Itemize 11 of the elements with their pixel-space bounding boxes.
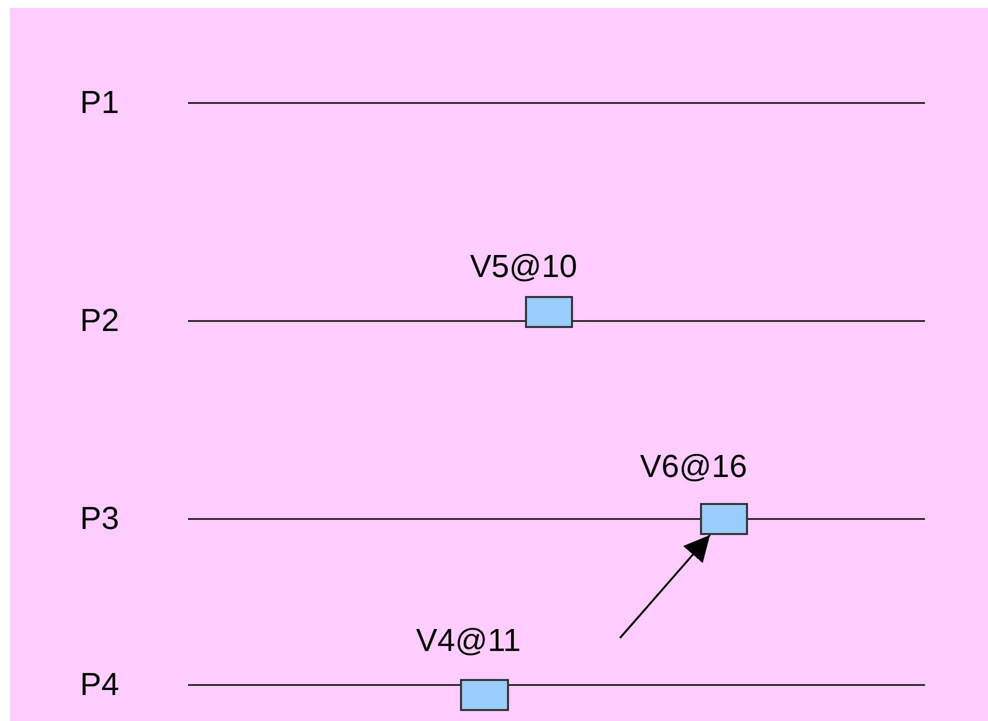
event-label: V5@10	[470, 250, 578, 282]
process-label: P4	[80, 668, 120, 700]
event-box	[700, 503, 748, 535]
event-label: V4@11	[416, 624, 521, 656]
event-box	[460, 679, 509, 711]
process-label: P2	[80, 304, 120, 336]
process-label: P1	[80, 86, 120, 118]
arrow	[619, 534, 711, 639]
event-label: V6@16	[640, 450, 748, 482]
process-label: P3	[80, 502, 120, 534]
event-box	[525, 296, 573, 328]
